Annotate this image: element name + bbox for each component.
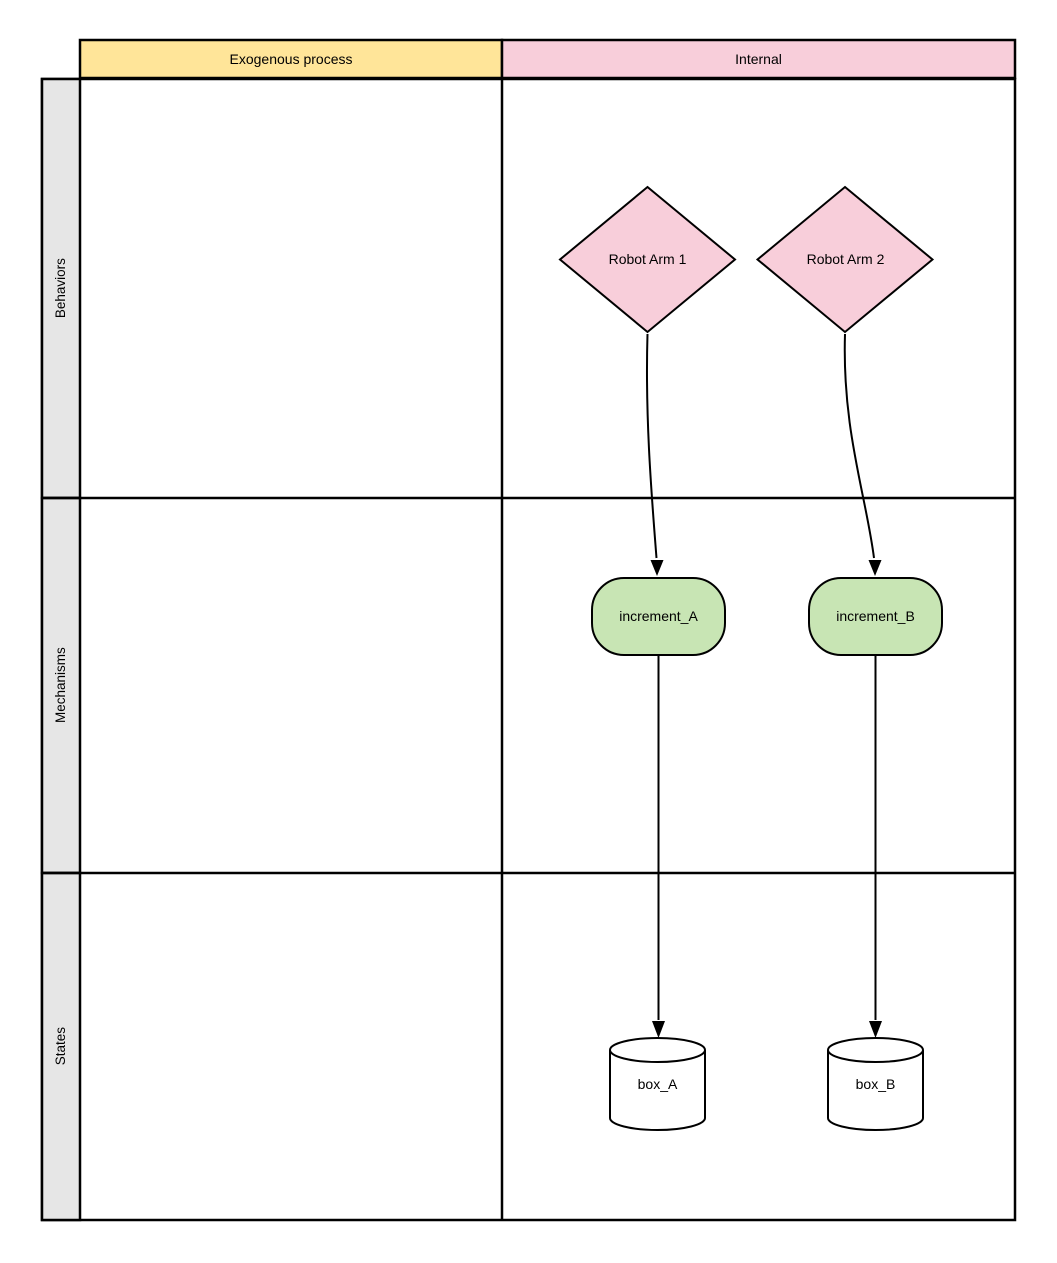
cylinder-top	[827, 1037, 924, 1063]
node-box-a-cylinder[interactable]	[609, 1037, 706, 1131]
node-robot-arm-1-diamond[interactable]	[558, 185, 737, 334]
arrowhead-arm1-incrementA	[650, 560, 664, 576]
column-header-cell-exogenous	[78, 38, 504, 80]
node-increment-b-rounded-rect[interactable]	[808, 577, 943, 656]
column-header-cell-internal	[500, 38, 1017, 80]
cylinder-body	[827, 1050, 924, 1131]
row-header-cell-mechanisms	[40, 496, 82, 875]
edge-arm1-incrementA[interactable]	[645, 333, 658, 559]
node-robot-arm-2-diamond[interactable]	[755, 185, 935, 334]
arrowhead-incrementA-boxA	[652, 1021, 665, 1038]
edge-arm2-incrementB[interactable]	[843, 333, 875, 559]
row-header-cell-behaviors	[40, 77, 82, 500]
edges	[645, 333, 882, 1038]
cylinder-body	[609, 1050, 706, 1131]
node-increment-a-rounded-rect[interactable]	[591, 577, 726, 656]
row-header-cell-states	[40, 871, 82, 1222]
arrowhead-arm2-incrementB	[868, 560, 882, 576]
cylinder-top	[609, 1037, 706, 1063]
arrowhead-incrementB-boxB	[869, 1021, 882, 1038]
node-box-b-cylinder[interactable]	[827, 1037, 924, 1131]
